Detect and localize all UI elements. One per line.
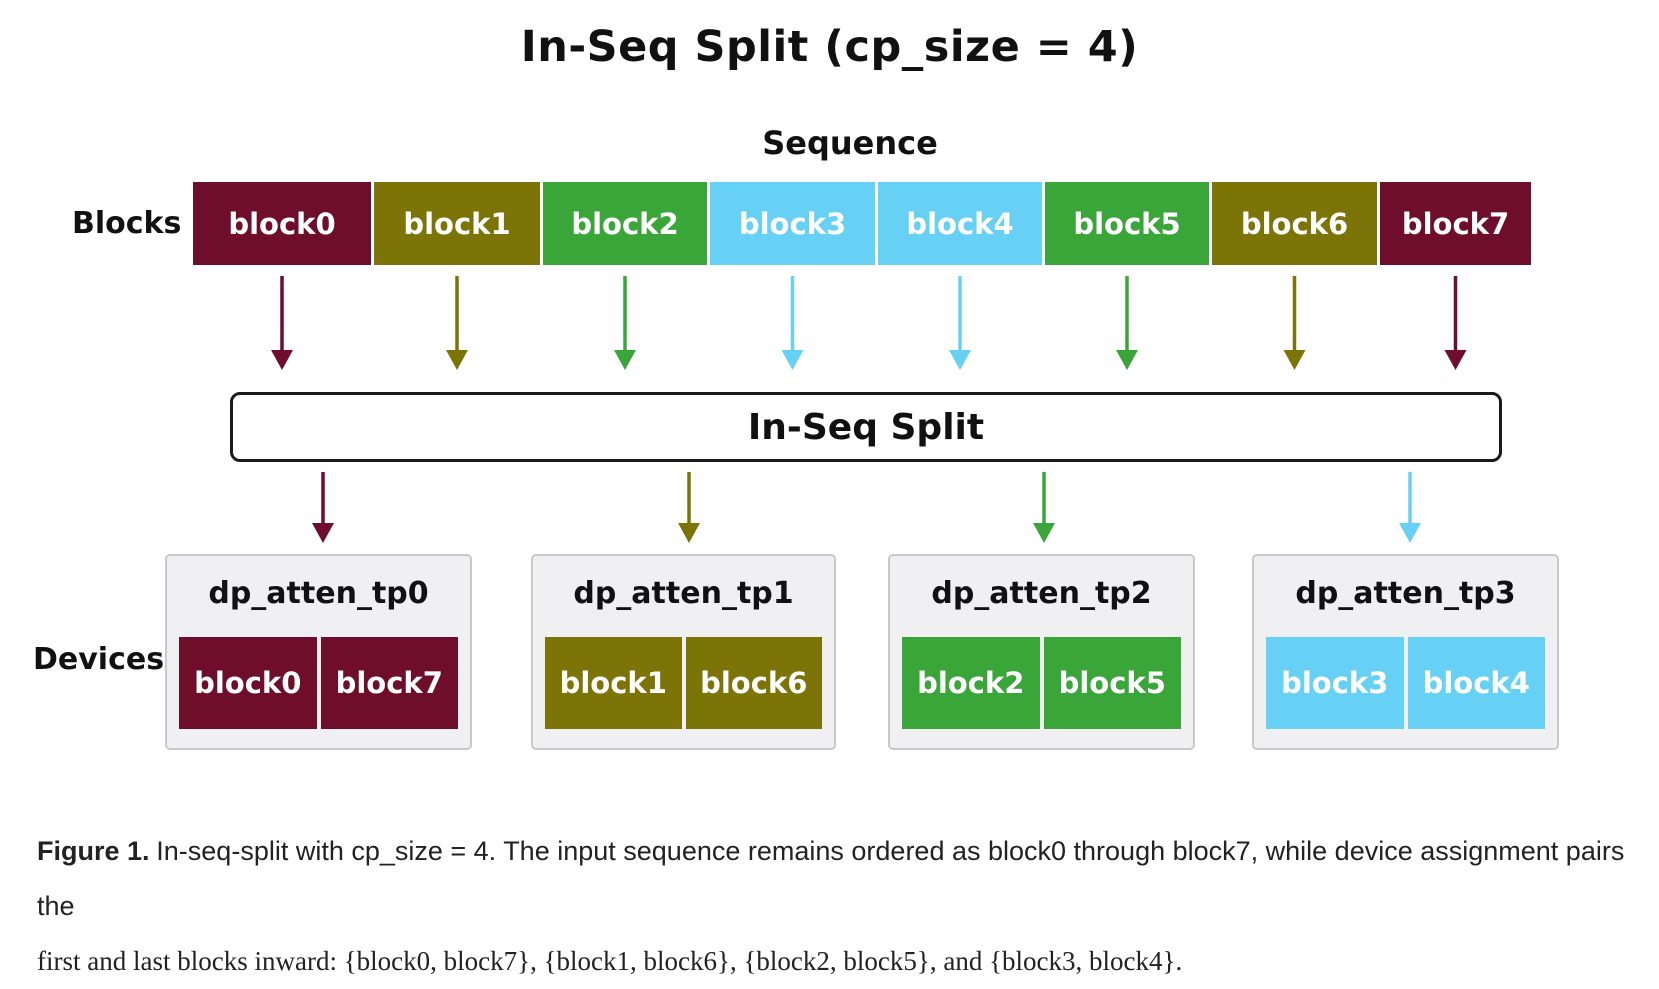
diagram-title: In-Seq Split (cp_size = 4) xyxy=(520,22,1139,72)
blocks-row-label: Blocks xyxy=(72,206,182,241)
diagram-canvas: In-Seq Split (cp_size = 4) Sequence Bloc… xyxy=(33,22,1624,976)
caption-rest-text: first and last blocks inward: {block0, b… xyxy=(37,946,1183,976)
sequence-block5: block5 xyxy=(1045,182,1209,265)
arrow-block3-to-split xyxy=(781,276,804,370)
caption-lead-text: In-seq-split with cp_size = 4. The input… xyxy=(37,836,1625,921)
caption-figure-label: Figure 1. xyxy=(37,836,150,866)
device-title: dp_atten_tp2 xyxy=(931,576,1152,611)
device-block3: block3 xyxy=(1266,637,1404,729)
sequence-block7: block7 xyxy=(1380,182,1531,265)
device-block0: block0 xyxy=(179,637,317,729)
device-block1: block1 xyxy=(545,637,682,729)
arrow-layer xyxy=(271,276,1467,543)
sequence-block3: block3 xyxy=(710,182,875,265)
sequence-block4: block4 xyxy=(878,182,1042,265)
arrow-block6-to-split xyxy=(1283,276,1306,370)
arrow-split-to-dp_atten_tp3 xyxy=(1399,472,1421,543)
arrow-block2-to-split xyxy=(614,276,636,370)
arrow-block0-to-split xyxy=(271,276,293,370)
in-seq-split-box: In-Seq Split xyxy=(230,392,1502,462)
sequence-block1: block1 xyxy=(374,182,540,265)
devices-row-label: Devices xyxy=(33,642,165,677)
device-title: dp_atten_tp3 xyxy=(1295,576,1516,611)
arrow-split-to-dp_atten_tp2 xyxy=(1033,472,1055,543)
device-title: dp_atten_tp1 xyxy=(573,576,794,611)
device-title: dp_atten_tp0 xyxy=(208,576,429,611)
figure-caption: Figure 1. In-seq-split with cp_size = 4.… xyxy=(37,824,1637,989)
arrow-split-to-dp_atten_tp1 xyxy=(678,472,700,543)
arrow-block5-to-split xyxy=(1116,276,1138,370)
sequence-label: Sequence xyxy=(762,124,938,162)
arrow-block7-to-split xyxy=(1444,276,1467,370)
sequence-block2: block2 xyxy=(543,182,707,265)
arrow-split-to-dp_atten_tp0 xyxy=(312,472,334,543)
device-block7: block7 xyxy=(320,637,458,729)
device-block2: block2 xyxy=(902,637,1040,729)
device-block6: block6 xyxy=(685,637,822,729)
device-block5: block5 xyxy=(1043,637,1181,729)
device-block4: block4 xyxy=(1407,637,1545,729)
sequence-block6: block6 xyxy=(1212,182,1377,265)
arrow-block4-to-split xyxy=(949,276,971,370)
arrow-block1-to-split xyxy=(446,276,468,370)
sequence-block0: block0 xyxy=(193,182,371,265)
